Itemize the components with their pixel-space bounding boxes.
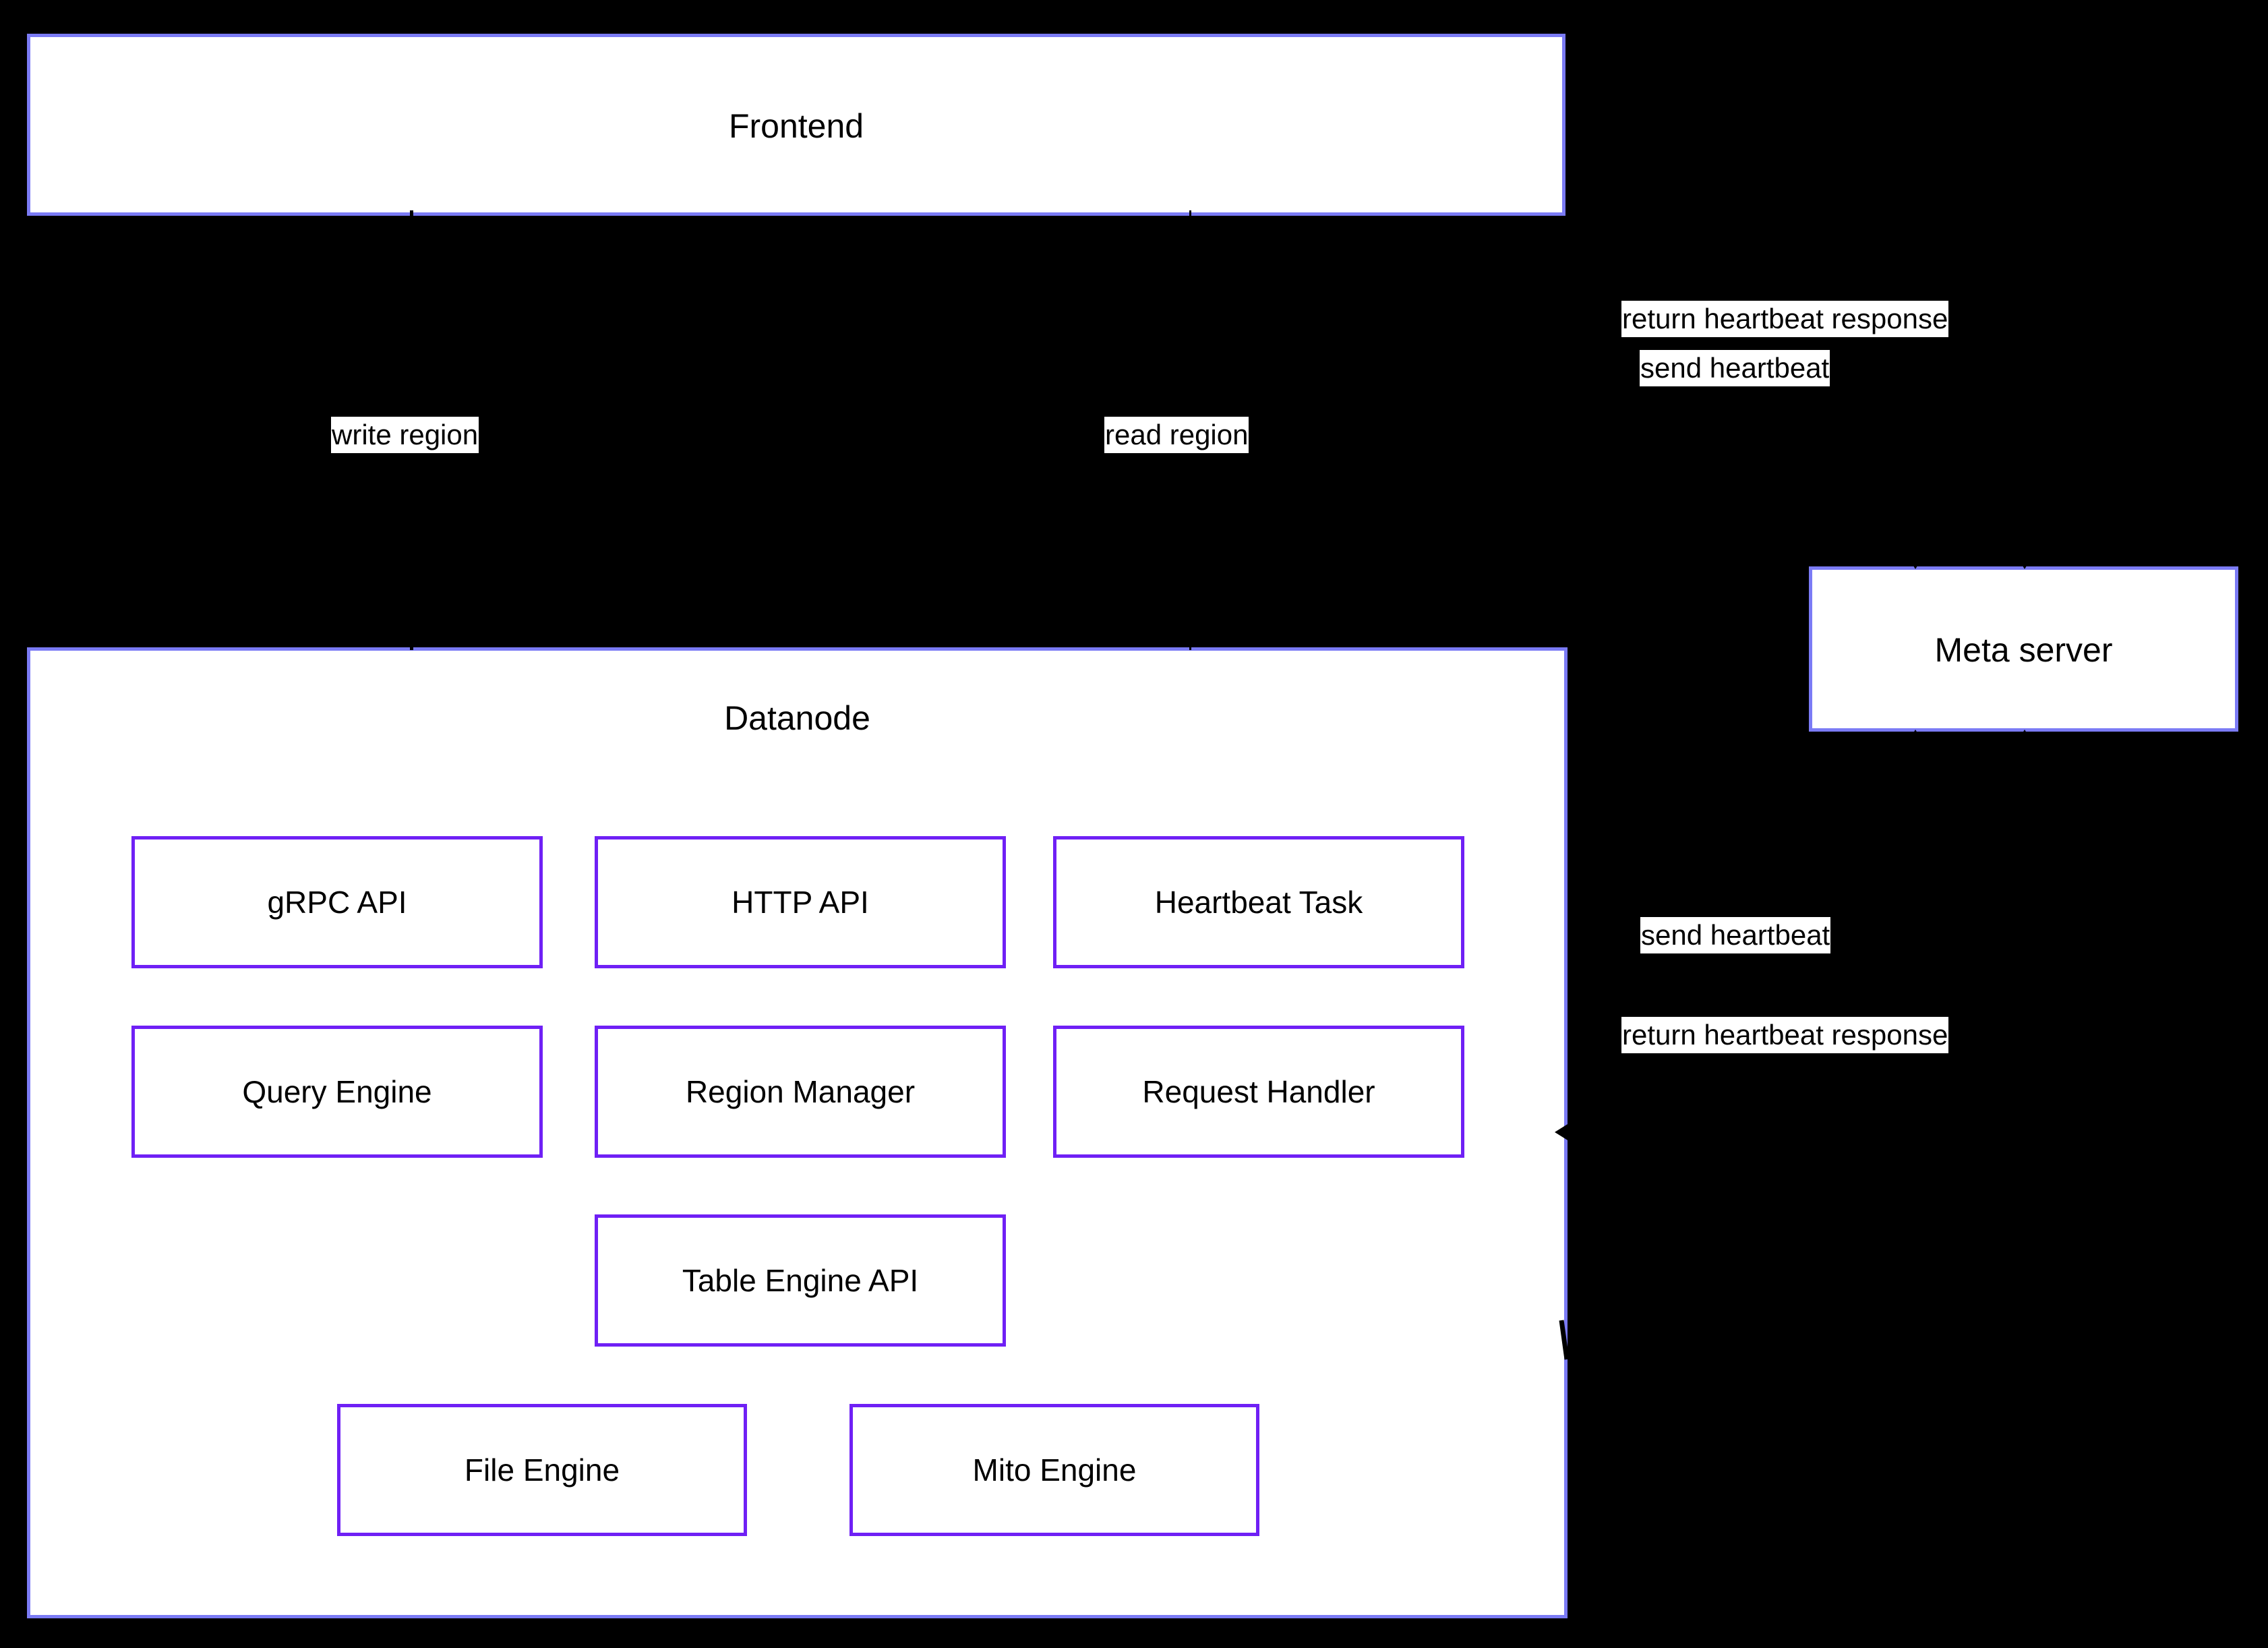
connector-frontend-read-stub (1189, 210, 1191, 221)
component-region-manager[interactable]: Region Manager (595, 1026, 1006, 1158)
edge-label-write-region: write region (331, 417, 479, 453)
connector-datanode-read-stub (1189, 639, 1191, 650)
component-heartbeat-task-label: Heartbeat Task (1154, 884, 1363, 920)
component-file-engine-label: File Engine (464, 1452, 620, 1488)
component-http-api[interactable]: HTTP API (595, 836, 1006, 968)
connector-datanode-write-stub (410, 639, 413, 650)
component-region-manager-label: Region Manager (685, 1073, 916, 1109)
node-meta-server[interactable]: Meta server (1809, 566, 2238, 732)
component-grpc-api[interactable]: gRPC API (131, 836, 543, 968)
component-query-engine[interactable]: Query Engine (131, 1026, 543, 1158)
edge-label-send-heartbeat-top: send heartbeat (1640, 350, 1830, 386)
component-request-handler[interactable]: Request Handler (1053, 1026, 1464, 1158)
edge-label-send-heartbeat-bottom: send heartbeat (1640, 917, 1831, 953)
edge-label-return-heartbeat-response-bottom: return heartbeat response (1621, 1017, 1949, 1053)
node-frontend-title: Frontend (728, 107, 864, 145)
component-grpc-api-label: gRPC API (267, 884, 407, 920)
component-mito-engine[interactable]: Mito Engine (849, 1404, 1259, 1536)
component-table-engine-api-label: Table Engine API (682, 1262, 919, 1298)
edge-label-return-heartbeat-response-top: return heartbeat response (1621, 301, 1949, 337)
node-datanode-title: Datanode (724, 699, 870, 737)
edge-label-read-region: read region (1104, 417, 1249, 453)
component-request-handler-label: Request Handler (1142, 1073, 1375, 1109)
connector-frontend-write-stub (410, 210, 413, 221)
component-query-engine-label: Query Engine (242, 1073, 432, 1109)
node-meta-server-title: Meta server (1934, 631, 2113, 669)
component-file-engine[interactable]: File Engine (337, 1404, 747, 1536)
node-frontend[interactable]: Frontend (27, 34, 1565, 216)
component-http-api-label: HTTP API (732, 884, 869, 920)
component-heartbeat-task[interactable]: Heartbeat Task (1053, 836, 1464, 968)
component-table-engine-api[interactable]: Table Engine API (595, 1214, 1006, 1347)
component-mito-engine-label: Mito Engine (972, 1452, 1137, 1488)
